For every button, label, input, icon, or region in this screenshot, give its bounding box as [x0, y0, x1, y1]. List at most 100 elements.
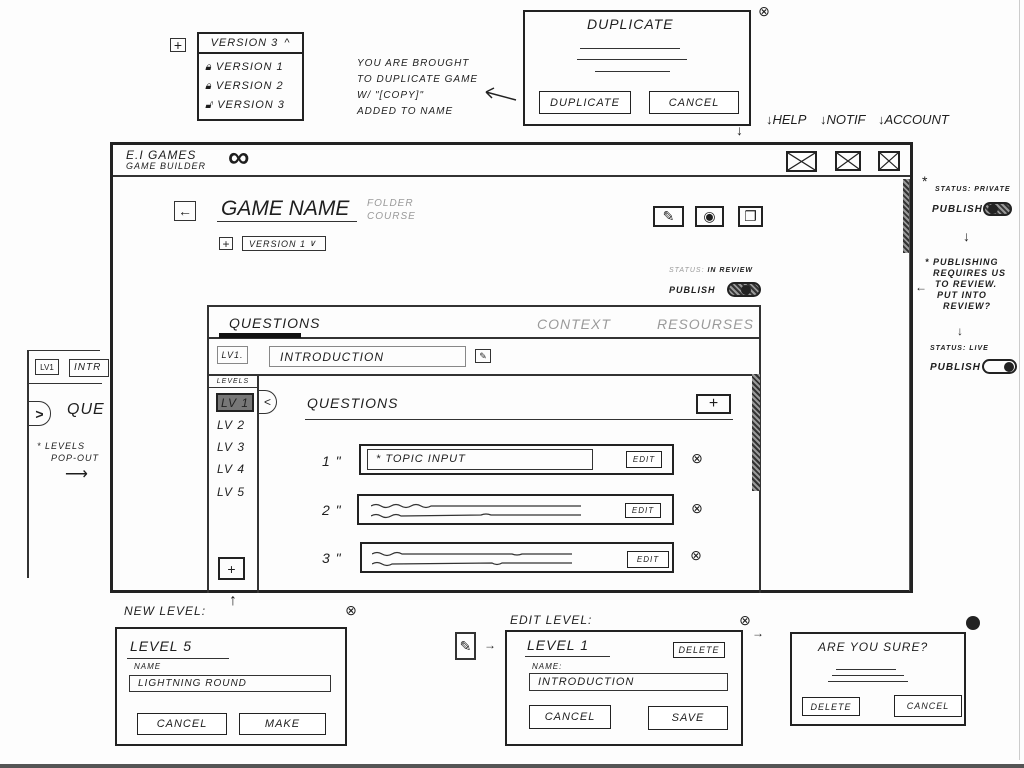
editor-panel: Questions Context Resourses LV1. Introdu…: [207, 305, 761, 593]
level-item-lv3[interactable]: LV 3: [217, 440, 246, 454]
live-publish-toggle[interactable]: [982, 359, 1017, 374]
tab-bar: Questions Context Resourses: [209, 307, 759, 339]
private-status: Status: Private: [935, 186, 1011, 193]
edit-question-button[interactable]: Edit: [627, 551, 669, 568]
level-name-input[interactable]: Introduction: [529, 673, 728, 691]
version-select[interactable]: Version 1∨: [242, 236, 326, 251]
level-name-input[interactable]: Lightning Round: [129, 675, 331, 692]
tab-context[interactable]: Context: [537, 316, 611, 332]
name-label: Name:: [532, 662, 563, 671]
course-label[interactable]: Course: [367, 211, 416, 222]
question-row[interactable]: * Topic Input Edit: [359, 444, 674, 475]
close-icon[interactable]: ⊗: [758, 2, 770, 19]
back-button[interactable]: ←: [174, 201, 196, 221]
close-icon[interactable]: [966, 616, 980, 630]
placeholder-text-lines: [371, 503, 581, 519]
duplicate-modal: Duplicate Duplicate Cancel: [523, 10, 751, 126]
private-publish-toggle[interactable]: [983, 202, 1012, 216]
edit-pencil-icon: ✎: [455, 632, 476, 660]
lock-open-icon: 🔓︎: [205, 99, 214, 111]
level-bar: LV1. Introduction ✎: [209, 339, 759, 376]
version-option[interactable]: 🔒︎ Version 2: [205, 80, 284, 92]
new-level-title: Level 5: [130, 638, 193, 654]
version-dropdown-selected[interactable]: Version 3^: [199, 34, 302, 54]
duplicate-confirm-button[interactable]: Duplicate: [539, 91, 631, 114]
publish-toggle[interactable]: [727, 282, 761, 297]
lock-closed-icon: 🔒︎: [205, 61, 212, 73]
arrow-right-icon: →: [484, 638, 496, 652]
new-level-cancel-button[interactable]: Cancel: [137, 713, 227, 735]
arrow-left-icon: ←: [915, 280, 927, 294]
level-badge: LV1.: [217, 346, 248, 364]
duplicate-copy-button[interactable]: ❐: [738, 206, 763, 227]
close-icon[interactable]: ⊗: [345, 601, 357, 618]
edit-level-annotation: Edit Level:: [510, 613, 593, 627]
confirm-cancel-button[interactable]: Cancel: [894, 695, 962, 717]
delete-question-icon[interactable]: ⊗: [691, 449, 703, 466]
close-icon[interactable]: ⊗: [739, 611, 751, 628]
add-level-button[interactable]: +: [218, 557, 245, 580]
help-icon[interactable]: [786, 151, 817, 172]
name-label: Name: [134, 662, 162, 671]
folder-label[interactable]: Folder: [367, 198, 414, 209]
edit-level-cancel-button[interactable]: Cancel: [529, 705, 611, 729]
save-level-button[interactable]: Save: [648, 706, 728, 730]
add-version-button[interactable]: +: [219, 237, 233, 251]
version-option[interactable]: 🔒︎ Version 1: [205, 61, 284, 73]
delete-level-button[interactable]: Delete: [673, 642, 725, 658]
account-annotation: ↓Account: [878, 112, 949, 127]
infinity-logo-icon: ∞: [228, 141, 250, 174]
duplicate-modal-title: Duplicate: [587, 16, 674, 32]
questions-scrollbar[interactable]: [752, 374, 760, 491]
level-item-lv5[interactable]: LV 5: [217, 485, 246, 499]
make-level-button[interactable]: Make: [239, 713, 326, 735]
question-row[interactable]: Edit: [360, 542, 674, 573]
edit-question-button[interactable]: Edit: [626, 451, 662, 468]
duplicate-annotation: You are brought to duplicate game w/ "[c…: [357, 58, 479, 117]
popout-note: * Levels pop-out: [37, 441, 100, 463]
level-name-field[interactable]: Introduction: [269, 346, 466, 367]
account-icon[interactable]: [878, 151, 900, 171]
version-option[interactable]: 🔓︎ Version 3: [205, 99, 285, 111]
question-row[interactable]: Edit: [357, 494, 674, 525]
edit-pencil-button[interactable]: ✎: [653, 206, 684, 227]
private-publish-label: Publish: [932, 204, 983, 215]
preview-eye-button[interactable]: ◉: [695, 206, 724, 227]
confirm-title: Are you sure?: [818, 640, 929, 654]
notification-icon[interactable]: [835, 151, 861, 171]
edit-level-icon[interactable]: ✎: [475, 349, 491, 363]
edit-level-title: Level 1: [527, 637, 590, 653]
delete-question-icon[interactable]: ⊗: [691, 499, 703, 516]
add-question-button[interactable]: +: [696, 394, 731, 414]
arrow-right-icon: ⟶: [65, 466, 88, 483]
game-name-title: Game Name: [221, 197, 350, 220]
duplicate-cancel-button[interactable]: Cancel: [649, 91, 739, 114]
app-window: E.I Games Game Builder ∞ ← Game Name Fol…: [110, 141, 913, 593]
level-item-lv2[interactable]: LV 2: [217, 418, 246, 432]
tab-resources[interactable]: Resourses: [657, 316, 754, 332]
expand-levels-button[interactable]: >: [29, 401, 51, 426]
edit-level-modal: Level 1 Delete Name: Introduction Cancel…: [505, 630, 743, 746]
topic-input[interactable]: * Topic Input: [367, 449, 593, 470]
arrow-down-icon: ↓: [963, 228, 970, 244]
help-annotation: ↓Help: [766, 112, 807, 127]
review-note: * Publishing requires us to review. Put …: [925, 257, 1007, 311]
question-number: 1 ": [322, 453, 342, 469]
page-scrollbar[interactable]: [903, 179, 910, 253]
tab-questions[interactable]: Questions: [229, 315, 321, 331]
delete-question-icon[interactable]: ⊗: [690, 546, 702, 563]
arrow-down-icon: ↓: [957, 324, 963, 338]
app-header: E.I Games Game Builder ∞: [113, 141, 910, 177]
question-number: 3 ": [322, 550, 342, 566]
collapse-levels-button[interactable]: <: [259, 390, 277, 414]
placeholder-text-lines: [372, 551, 572, 567]
chevron-up-icon: ^: [284, 37, 291, 49]
questions-heading-fragment: Que: [67, 401, 105, 418]
edit-question-button[interactable]: Edit: [625, 503, 661, 518]
confirm-delete-button[interactable]: Delete: [802, 697, 860, 716]
version-dropdown[interactable]: Version 3^ 🔒︎ Version 1 🔒︎ Version 2 🔓︎ …: [197, 32, 304, 121]
level-item-lv1[interactable]: LV 1: [216, 393, 254, 412]
brand-subtitle: Game Builder: [126, 161, 207, 171]
level-item-lv4[interactable]: LV 4: [217, 462, 246, 476]
add-version-button[interactable]: +: [170, 37, 186, 53]
